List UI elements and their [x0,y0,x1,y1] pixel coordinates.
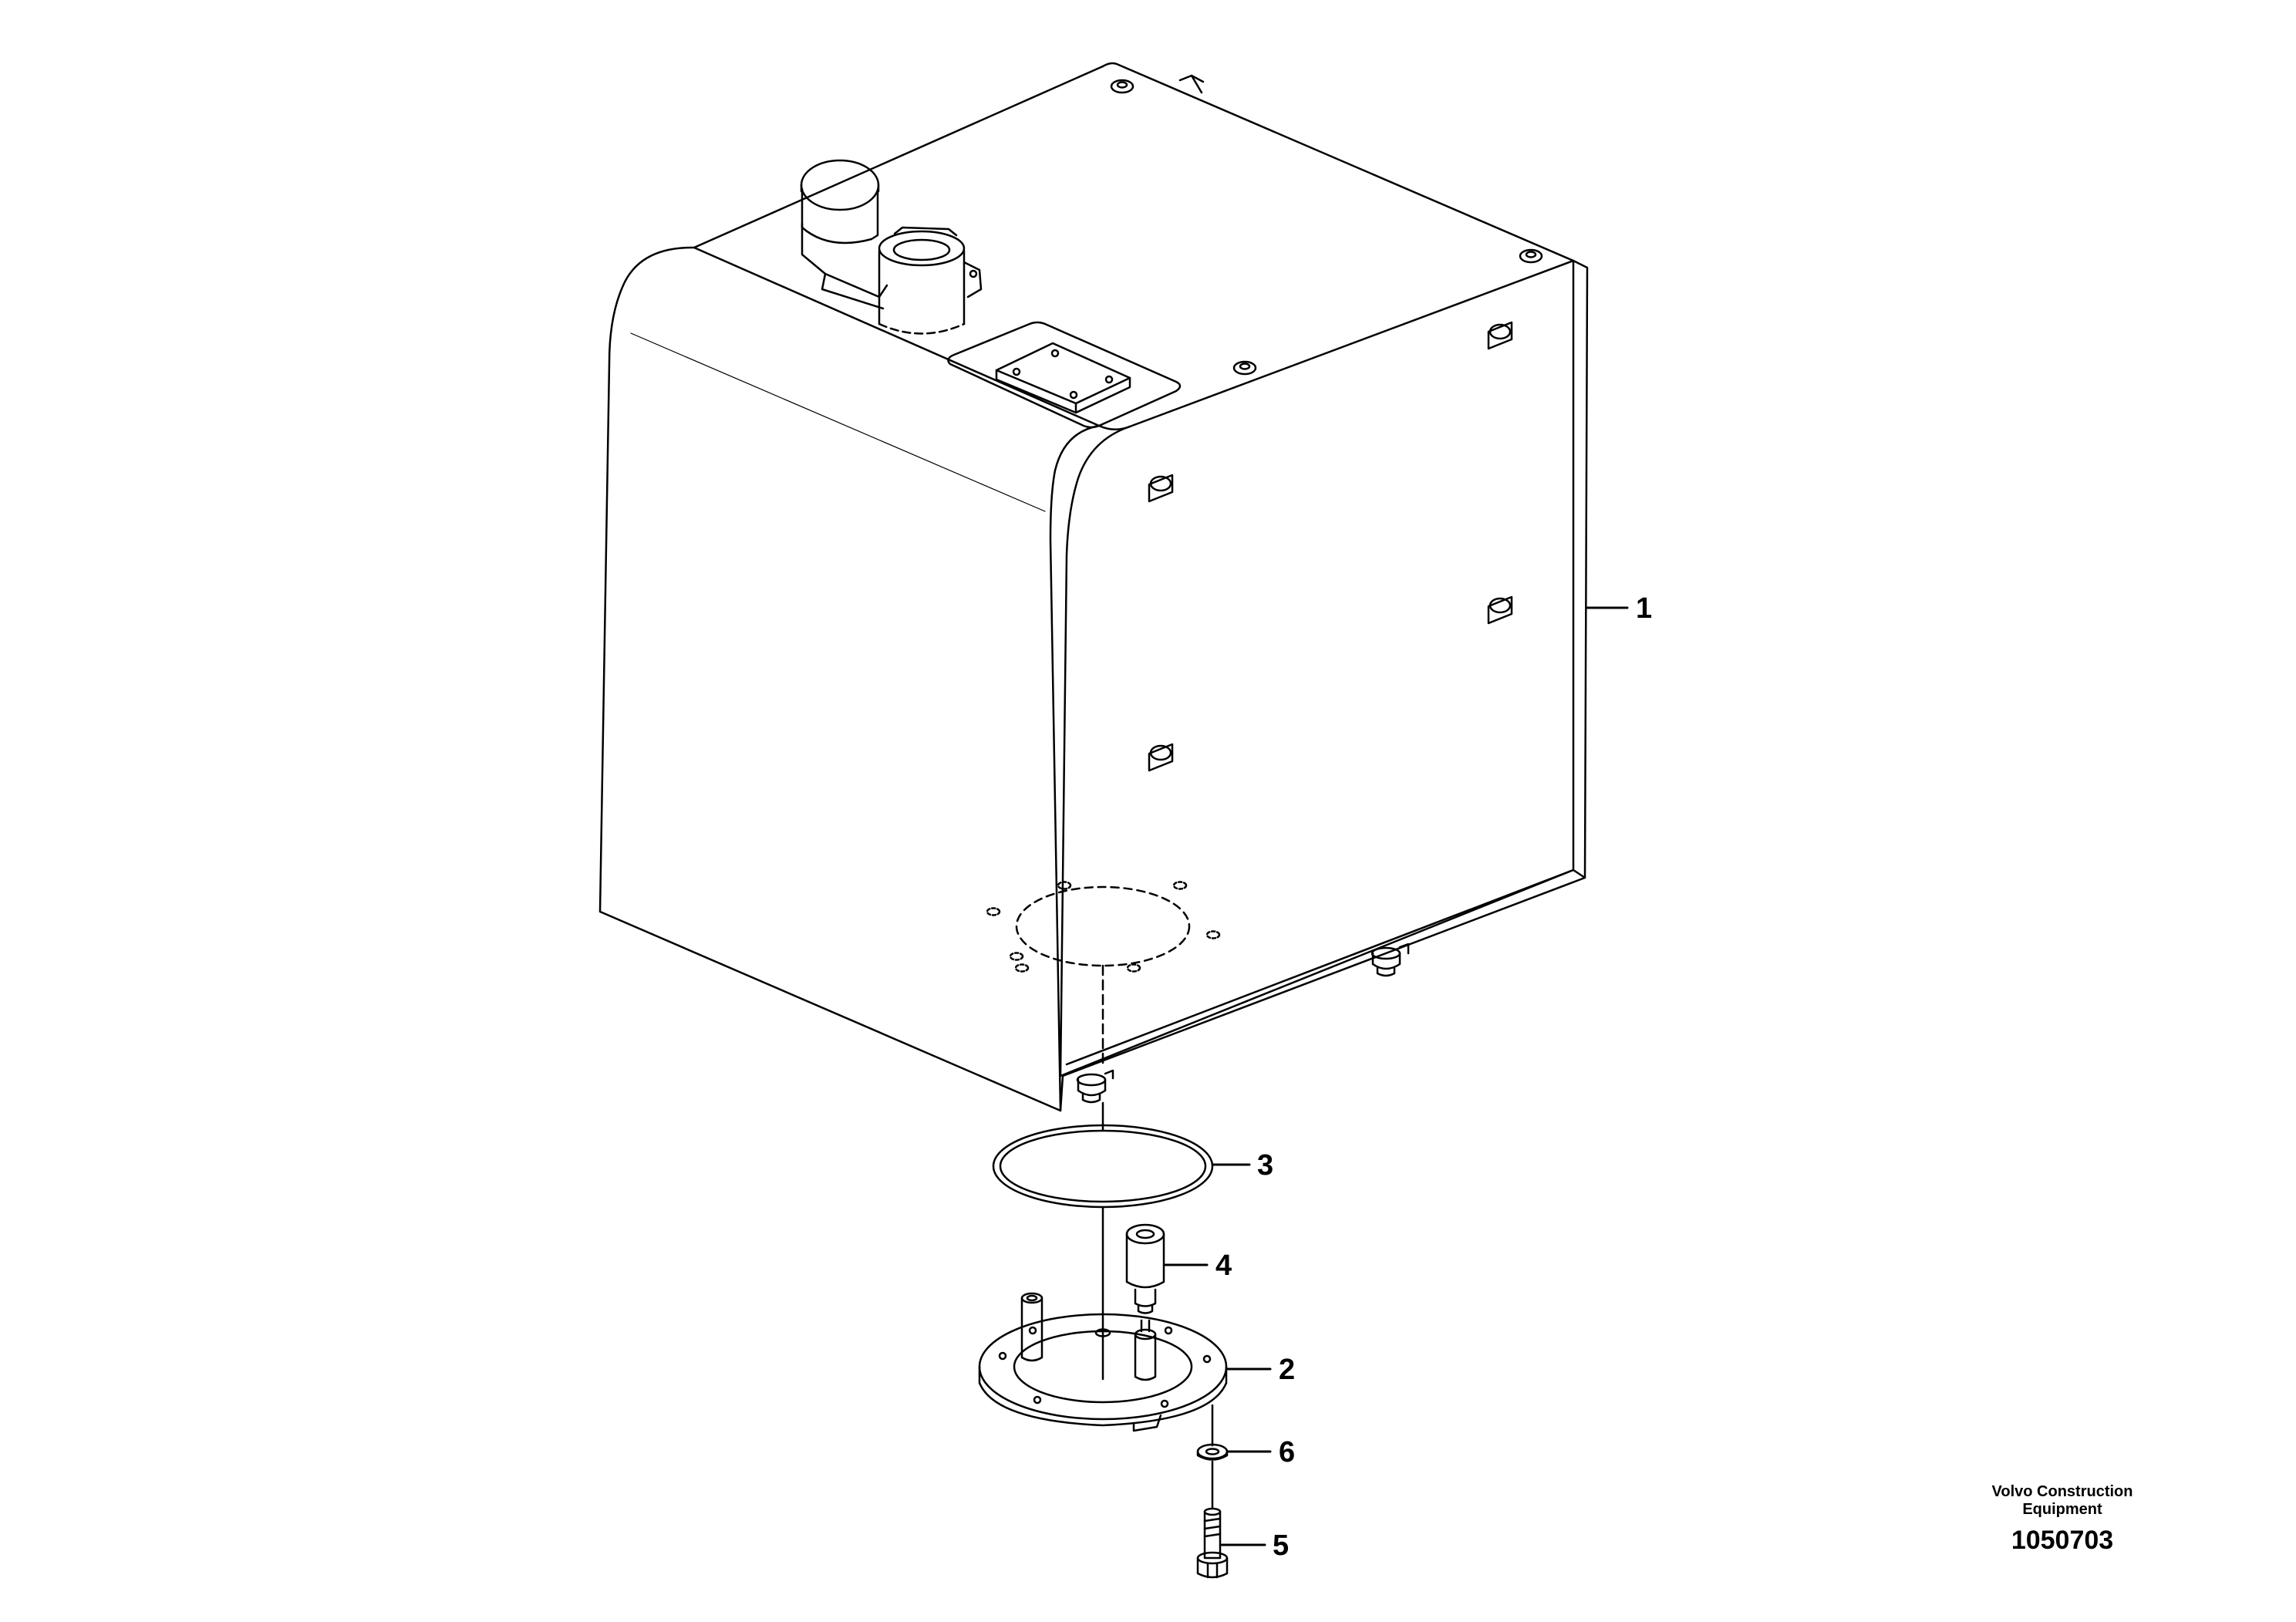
callout-2: 2 [1279,1354,1295,1386]
tank [598,62,1589,1112]
callout-labels: 1 3 4 2 6 5 [1215,592,1652,1562]
bottom-opening-hidden [986,881,1221,973]
callout-6: 6 [1279,1436,1295,1469]
side-boss-2 [1148,474,1174,503]
flange-plate [978,1292,1228,1432]
side-boss-4 [1148,743,1174,772]
washer [1196,1443,1229,1461]
tank-outline [598,62,1589,1112]
o-ring [992,1124,1214,1209]
drain-plug-2 [1076,1069,1114,1104]
tank-left-curve [1049,424,1101,1112]
top-bolt-1 [1110,79,1135,94]
callout-3: 3 [1257,1149,1273,1182]
tank-fold-curve [1059,425,1131,1077]
callout-5: 5 [1273,1529,1289,1562]
tank-bottom-edge [1059,868,1575,1077]
drawing-footer: Volvo Construction Equipment 1050703 [1935,1483,2190,1556]
tank-rear-lip [1178,74,1205,94]
side-boss-3 [1487,595,1513,625]
tank-front-guide [630,332,1046,512]
tank-side-flange [1065,259,1586,1066]
callout-4: 4 [1215,1249,1232,1282]
brand-line-2: Equipment [2022,1501,2102,1518]
screw [1196,1507,1229,1579]
filler-cap-assembly [800,159,983,335]
sensor [1125,1223,1165,1314]
drawing-number: 1050703 [2011,1526,2114,1555]
side-boss-1 [1487,321,1513,350]
top-bolt-3 [1232,360,1257,376]
inspection-cover [947,321,1182,429]
top-bolt-2 [1519,248,1543,264]
callout-1: 1 [1636,592,1652,625]
drain-plug-1 [1371,943,1410,977]
brand-line-1: Volvo Construction [1991,1483,2133,1500]
leader-lines [1164,606,1629,1546]
